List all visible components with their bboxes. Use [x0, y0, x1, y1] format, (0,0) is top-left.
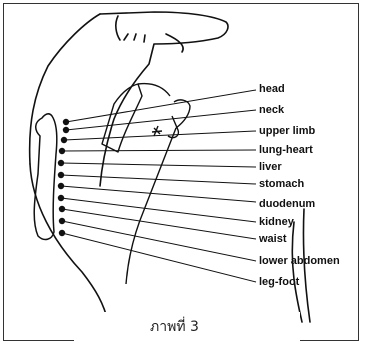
- diagram-frame: head neck upper limb lung-heart liver st…: [3, 3, 359, 341]
- label-neck: neck: [259, 104, 285, 116]
- label-upper-limb: upper limb: [259, 125, 316, 137]
- leader-lines: [61, 90, 256, 282]
- label-stomach: stomach: [259, 178, 305, 190]
- label-liver: liver: [259, 161, 282, 173]
- acupoint-dots: [58, 119, 69, 236]
- figure-caption: ภาพที่ 3: [150, 316, 199, 338]
- label-lower-abdomen: lower abdomen: [259, 255, 340, 267]
- label-lung-heart: lung-heart: [259, 144, 313, 156]
- label-waist: waist: [258, 233, 287, 245]
- label-leg-foot: leg-foot: [259, 276, 300, 288]
- label-head: head: [259, 83, 285, 95]
- hand-acupoint-diagram: head neck upper limb lung-heart liver st…: [4, 4, 360, 342]
- label-duodenum: duodenum: [259, 198, 315, 210]
- label-kidney: kidney: [259, 216, 295, 228]
